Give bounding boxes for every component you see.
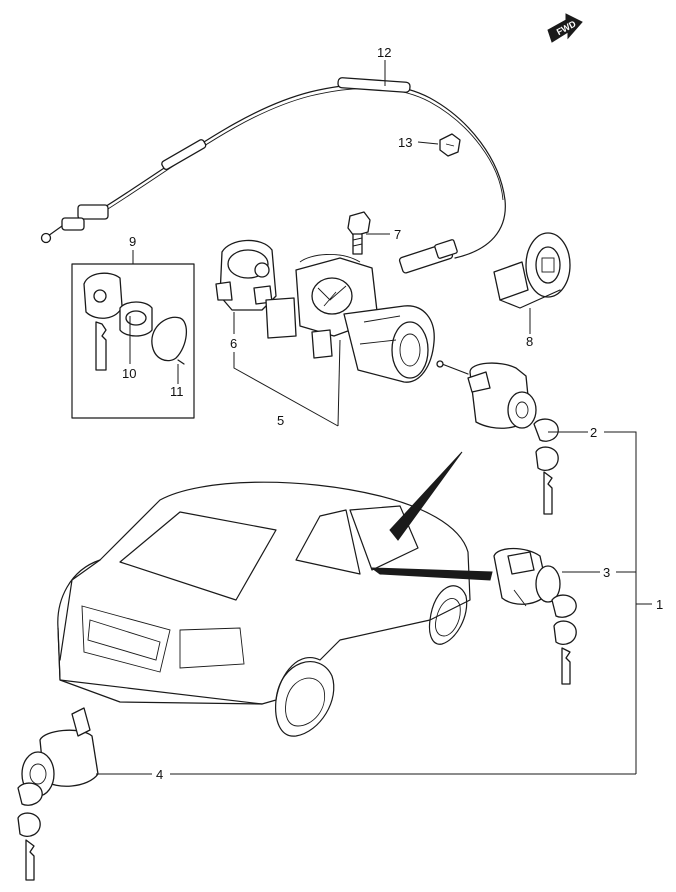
ignition-key-cylinder [436,360,559,515]
car-outline-illustration [57,451,493,737]
callout-8: 8 [526,334,533,349]
ring-housing-part [493,232,571,309]
forward-arrow-icon: FWD [547,13,583,43]
trunk-lock-cylinder [17,707,99,881]
callout-11: 11 [170,384,184,399]
cable-connector [398,239,458,274]
callout-2: 2 [590,425,597,440]
callout-9: 9 [129,234,136,249]
bolt-part [347,211,371,255]
key-icon [17,782,43,881]
steering-lock-body [265,253,435,383]
door-lock-cylinder [493,547,577,685]
callout-7: 7 [394,227,401,242]
key-set-box [71,250,195,419]
callout-4: 4 [156,767,163,782]
cover-plate-part [151,316,187,362]
transponder-ring-part [119,301,153,337]
clip-part [439,133,461,157]
key-icon [533,418,559,515]
callout-13: 13 [398,135,412,150]
callout-3: 3 [603,565,610,580]
callout-5: 5 [277,413,284,428]
cable-end-fitting [40,204,109,244]
leader-lines [96,60,652,775]
pointer-wedge [389,451,463,541]
callout-6: 6 [230,336,237,351]
callout-10: 10 [122,366,136,381]
callout-12: 12 [377,45,391,60]
key-icon [83,272,123,371]
key-icon [551,594,577,685]
pointer-wedge [370,567,493,581]
cable-assembly [40,77,506,274]
callout-1: 1 [656,597,663,612]
